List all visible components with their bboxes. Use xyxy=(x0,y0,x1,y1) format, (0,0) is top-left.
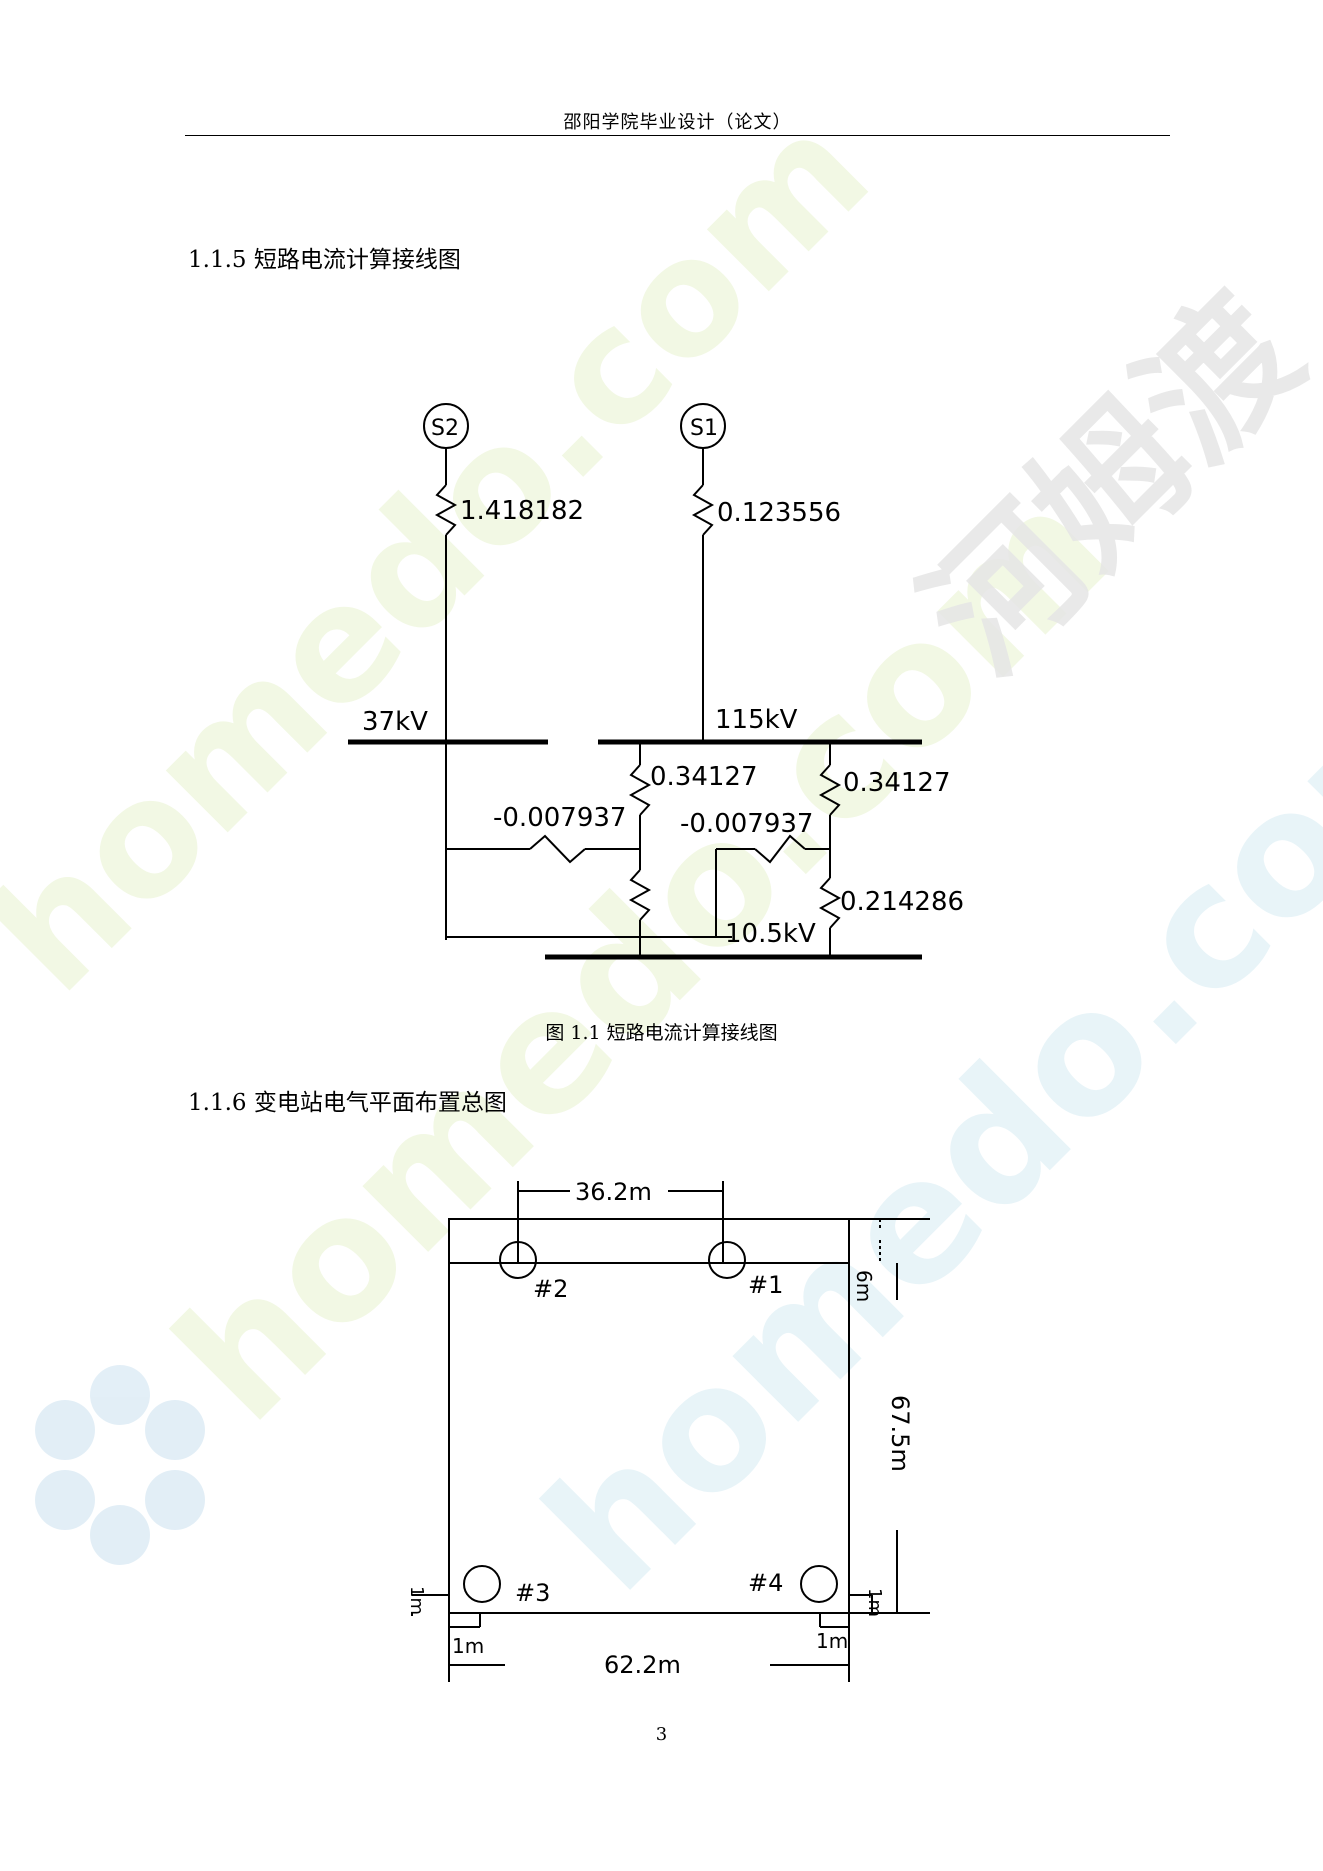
impedance-t1-mid: -0.007937 xyxy=(493,803,626,833)
section-number: 1.1.5 xyxy=(188,247,247,273)
impedance-t2-low: 0.214286 xyxy=(840,887,964,917)
bus-37kv-label: 37kV xyxy=(362,707,428,737)
tower-3-label: #3 xyxy=(515,1579,550,1607)
tower-2-label: #2 xyxy=(533,1275,568,1303)
dim-1m-right-label: 1m xyxy=(864,1588,885,1617)
impedance-s1: 0.123556 xyxy=(717,498,841,528)
section-title: 变电站电气平面布置总图 xyxy=(253,1090,507,1116)
t1-high-zigzag xyxy=(628,764,652,816)
page-number: 3 xyxy=(655,1724,668,1745)
dim-1m-bottom-left: 1m xyxy=(452,1634,484,1658)
bus-10kv-label: 10.5kV xyxy=(725,919,816,949)
dim-bottom-label: 62.2m xyxy=(604,1651,681,1679)
page-header: 邵阳学院毕业设计（论文） xyxy=(563,112,792,133)
dim-top-label: 36.2m xyxy=(575,1178,652,1206)
s2-impedance-zigzag xyxy=(434,484,458,536)
section-number: 1.1.6 xyxy=(188,1090,247,1116)
dim-right-label: 67.5m xyxy=(886,1395,914,1472)
impedance-s2: 1.418182 xyxy=(460,496,584,526)
impedance-t2-mid: -0.007937 xyxy=(680,809,813,839)
bus-115kv-label: 115kV xyxy=(715,705,798,735)
section-heading-1: 1.1.5 短路电流计算接线图 xyxy=(188,240,461,274)
section-heading-2: 1.1.6 变电站电气平面布置总图 xyxy=(188,1083,507,1117)
tower-4-label: #4 xyxy=(748,1569,783,1597)
t2-low-zigzag xyxy=(818,877,842,929)
t2-high-zigzag xyxy=(818,764,842,816)
impedance-t1-high: 0.34127 xyxy=(650,762,758,792)
t1-low-zigzag xyxy=(628,869,652,921)
tower-3-symbol xyxy=(463,1565,501,1603)
tower-1-label: #1 xyxy=(748,1271,783,1299)
dim-1m-bottom-right: 1m xyxy=(816,1629,848,1653)
dim-1m-left-label: 1m xyxy=(406,1586,427,1615)
s1-impedance-zigzag xyxy=(691,484,715,536)
tower-4-symbol xyxy=(800,1565,838,1603)
t1-mid-zigzag xyxy=(529,834,586,864)
dim-6m-label: 6m xyxy=(852,1270,876,1302)
t2-mid-zigzag xyxy=(754,834,806,864)
section-title: 短路电流计算接线图 xyxy=(253,247,461,273)
impedance-t2-high: 0.34127 xyxy=(843,768,951,798)
header-rule xyxy=(185,135,1170,136)
figure-1-caption: 图 1.1 短路电流计算接线图 xyxy=(545,1022,778,1044)
source-s1-label: S1 xyxy=(690,416,718,441)
tower-2-symbol xyxy=(499,1241,537,1279)
substation-boundary xyxy=(448,1218,850,1614)
source-s2-label: S2 xyxy=(431,416,459,441)
tower-1-symbol xyxy=(708,1241,746,1279)
